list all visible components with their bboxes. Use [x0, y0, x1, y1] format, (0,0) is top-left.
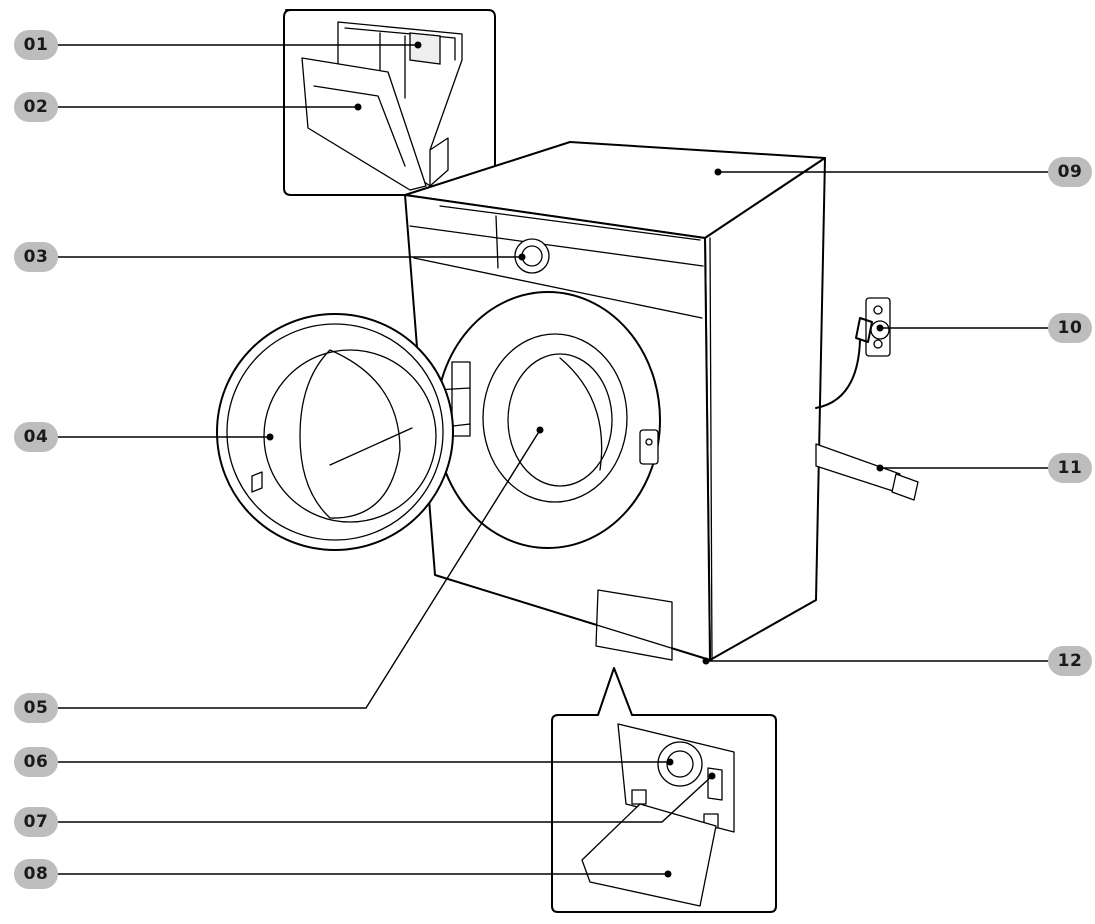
filter-inset	[551, 667, 777, 913]
filter-cover-flap	[595, 589, 673, 661]
callout-01: 01	[14, 30, 58, 60]
emergency-drain-tube	[707, 767, 723, 801]
drain-hose	[815, 443, 919, 501]
leader-lines	[58, 41, 1048, 878]
drawer-front-handle	[301, 57, 427, 191]
callout-09: 09	[1048, 157, 1092, 187]
drum	[482, 333, 628, 503]
program-dial	[514, 238, 550, 274]
open-door	[216, 313, 454, 551]
door-lock	[639, 429, 659, 465]
softener-cap	[409, 32, 441, 65]
callout-07: 07	[14, 807, 58, 837]
debris-filter	[657, 741, 703, 787]
callout-03: 03	[14, 242, 58, 272]
callout-05: 05	[14, 693, 58, 723]
door-glass	[263, 349, 437, 523]
callout-06: 06	[14, 747, 58, 777]
filter-hinge-left	[631, 789, 647, 805]
callout-11: 11	[1048, 453, 1092, 483]
callout-02: 02	[14, 92, 58, 122]
callout-08: 08	[14, 859, 58, 889]
water-tap	[815, 297, 891, 409]
detergent-drawer	[301, 21, 463, 191]
callout-12: 12	[1048, 646, 1092, 676]
callout-04: 04	[14, 422, 58, 452]
washer-cabinet	[404, 141, 826, 661]
side-panel	[704, 157, 826, 661]
filter-cover	[581, 803, 717, 907]
detergent-drawer-inset	[283, 9, 496, 241]
callout-10: 10	[1048, 313, 1092, 343]
